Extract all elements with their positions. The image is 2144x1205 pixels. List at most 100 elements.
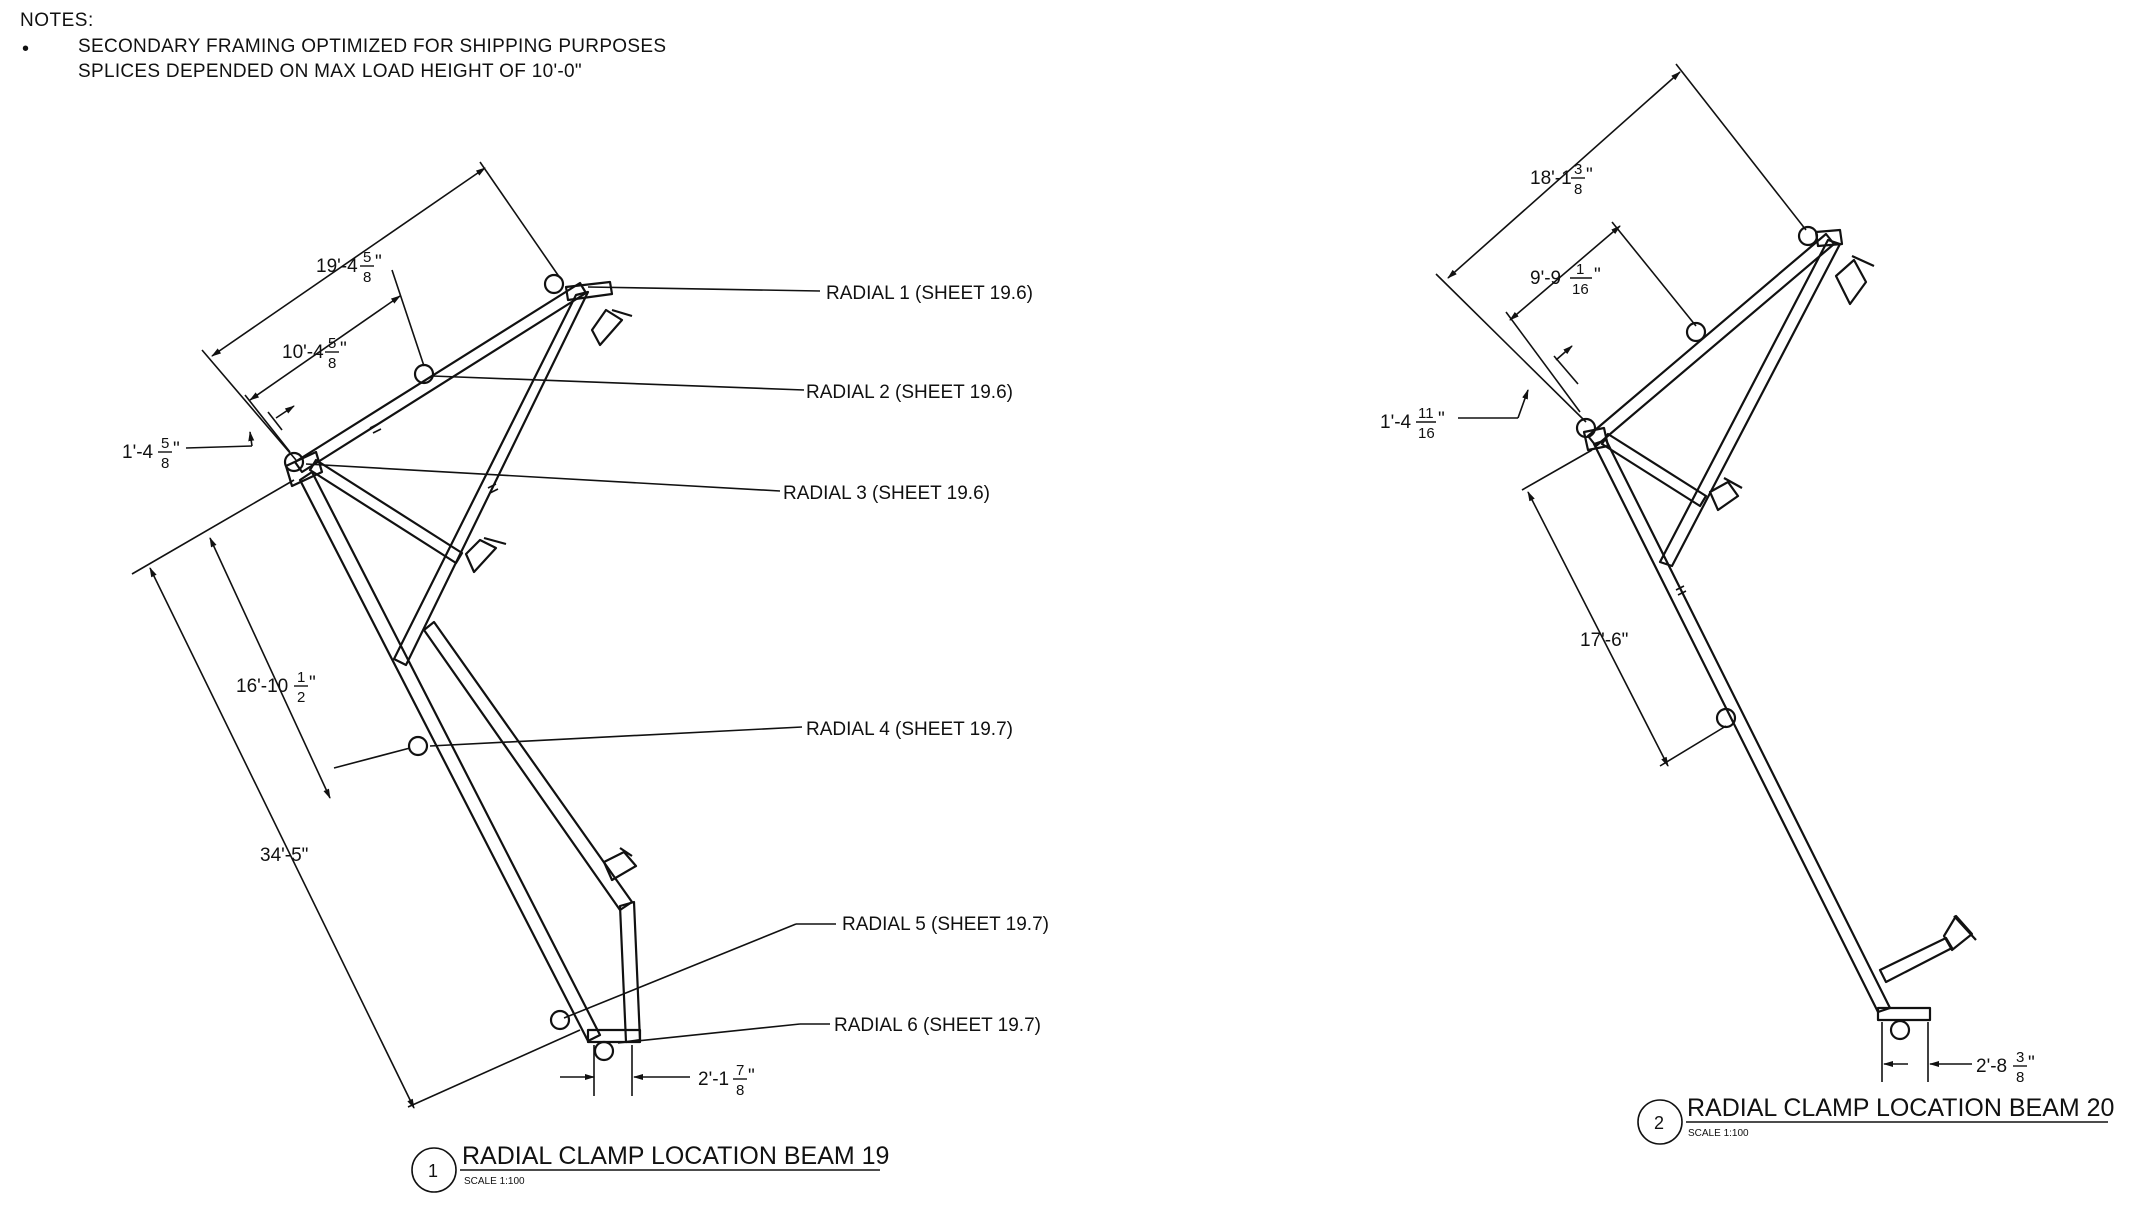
view2-clamp-1: [1797, 225, 1819, 247]
view1-scale: SCALE 1:100: [464, 1176, 525, 1187]
svg-text:1: 1: [297, 669, 305, 686]
view2-clamp-5: [1889, 1019, 1911, 1041]
view2-outrigger: [1878, 936, 1954, 984]
svg-text:8: 8: [363, 269, 371, 286]
view2-title-block: 2 RADIAL CLAMP LOCATION BEAM 20 SCALE 1:…: [1637, 1094, 2114, 1145]
view1-top-rafter: [293, 281, 588, 474]
svg-text:2: 2: [297, 689, 305, 706]
view1-dim-16ft: 16'-10 1 2 ": [236, 669, 316, 706]
view2-top-cap: [1814, 228, 1844, 248]
view1-number: 1: [428, 1161, 438, 1181]
view2-apex-cap: [1582, 426, 1610, 452]
svg-text:8: 8: [328, 355, 336, 372]
svg-text:": ": [748, 1066, 755, 1087]
svg-text:": ": [2028, 1053, 2035, 1074]
view2-clamp-2: [1685, 321, 1707, 343]
view1-radial-1-label: RADIAL 1 (SHEET 19.6): [826, 283, 1033, 304]
svg-text:9'-9: 9'-9: [1530, 268, 1561, 289]
svg-text:3: 3: [2016, 1049, 2024, 1066]
svg-text:8: 8: [736, 1082, 744, 1099]
view1-dim-19ft: 19'-4 5 8 ": [316, 249, 382, 286]
svg-text:8: 8: [1574, 181, 1582, 198]
view1-radial-3-label: RADIAL 3 (SHEET 19.6): [783, 483, 990, 504]
view2-title: RADIAL CLAMP LOCATION BEAM 20: [1687, 1094, 2114, 1122]
svg-text:16: 16: [1418, 425, 1435, 442]
view1-main-leg: [298, 470, 602, 1043]
notes-title: NOTES:: [20, 10, 94, 31]
view1-frame: [283, 273, 642, 1062]
view1-clamp-4: [407, 735, 429, 757]
svg-text:18'-1: 18'-1: [1530, 168, 1572, 189]
svg-text:5: 5: [328, 335, 336, 352]
view1-clamp-1: [543, 273, 565, 295]
svg-text:2'-1: 2'-1: [698, 1069, 729, 1090]
view1-outer-brace: [422, 620, 634, 912]
view1-clamp-5: [549, 1009, 571, 1031]
view1-dim-2ft: 2'-1 7 8 ": [698, 1062, 755, 1099]
view1-dim-1ft: 1'-4 5 8 ": [122, 435, 180, 472]
view1-radial-5-label: RADIAL 5 (SHEET 19.7): [842, 914, 1049, 935]
view1-outer-column: [618, 900, 642, 1044]
view2-dimensions: [1435, 63, 1972, 1082]
note-bullet: •: [22, 38, 30, 60]
view2-number: 2: [1654, 1113, 1664, 1133]
view2-inner-diagonal: [1658, 238, 1842, 568]
view2-clamp-4: [1715, 707, 1737, 729]
svg-text:2'-8: 2'-8: [1976, 1056, 2007, 1077]
view2-dim-17ft: 17'-6": [1580, 630, 1628, 651]
svg-text:": ": [375, 252, 382, 273]
view1-top-cap: [564, 280, 614, 302]
view1-bracket-2: [464, 536, 507, 574]
view1-bracket-1: [590, 308, 633, 347]
view2-bracket-2: [1708, 477, 1743, 512]
svg-text:10'-4: 10'-4: [282, 342, 324, 363]
svg-text:16'-10: 16'-10: [236, 676, 288, 697]
view2-splice-ticks: [1675, 585, 1687, 596]
view1-radial-6-label: RADIAL 6 (SHEET 19.7): [834, 1015, 1041, 1036]
svg-text:": ": [340, 339, 347, 360]
view1-bracket-3: [602, 847, 638, 882]
view1-dim-10ft: 10'-4 5 8 ": [282, 335, 347, 372]
view2-bracket-1: [1834, 254, 1875, 306]
view1-apex-cap: [284, 450, 324, 488]
view2-dim-2ft: 2'-8 3 8 ": [1976, 1049, 2035, 1086]
view2-clamp-3: [1575, 417, 1597, 439]
view1-dim-34ft: 34'-5": [260, 845, 308, 866]
view1-title: RADIAL CLAMP LOCATION BEAM 19: [462, 1142, 889, 1170]
svg-text:": ": [1594, 265, 1601, 286]
svg-text:1'-4: 1'-4: [122, 442, 154, 463]
svg-text:19'-4: 19'-4: [316, 256, 358, 277]
svg-text:": ": [309, 673, 316, 694]
svg-text:5: 5: [363, 249, 371, 266]
view2-scale: SCALE 1:100: [1688, 1128, 1749, 1139]
view1-clamp-6: [593, 1040, 615, 1062]
view2-top-rafter: [1586, 232, 1836, 448]
svg-text:1'-4: 1'-4: [1380, 412, 1412, 433]
svg-text:16: 16: [1572, 281, 1589, 298]
view2-strut: [1600, 432, 1708, 508]
view1-splice-ticks: [369, 423, 499, 494]
view1-title-block: 1 RADIAL CLAMP LOCATION BEAM 19 SCALE 1:…: [411, 1142, 889, 1193]
view2-frame: [1575, 225, 1977, 1041]
view1-radial-4-label: RADIAL 4 (SHEET 19.7): [806, 719, 1013, 740]
svg-text:11: 11: [1418, 405, 1434, 422]
svg-text:5: 5: [161, 435, 169, 452]
view1-leaders: [305, 286, 836, 1044]
svg-text:1: 1: [1576, 261, 1584, 278]
svg-text:": ": [1586, 165, 1593, 186]
view1-radial-2-label: RADIAL 2 (SHEET 19.6): [806, 382, 1013, 403]
view1-dimensions: [131, 161, 690, 1109]
view1-base-plate: [586, 1028, 642, 1044]
svg-text:8: 8: [161, 455, 169, 472]
view1-clamp-3: [283, 451, 305, 473]
svg-text:": ": [173, 439, 180, 460]
svg-text:3: 3: [1574, 161, 1582, 178]
view1-strut: [308, 458, 464, 565]
view2-main-leg: [1592, 438, 1892, 1014]
view2-dim-9ft: 9'-9 1 16 ": [1530, 261, 1601, 298]
view2-dim-18ft: 18'-1 3 8 ": [1530, 161, 1593, 198]
view2-dim-1ft: 1'-4 11 16 ": [1380, 405, 1445, 442]
view2-base-plate: [1876, 1006, 1932, 1022]
svg-text:": ": [1438, 409, 1445, 430]
